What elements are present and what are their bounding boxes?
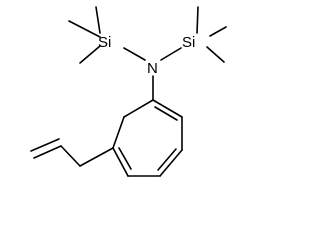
ring-bond-c5-c6-inner (118, 147, 132, 170)
atom-label-si-right: Si (182, 34, 195, 51)
bond-si-left-methyl-up (95, 6, 101, 34)
ring-bond-c3-c4-inner (157, 148, 177, 171)
atom-label-si-left: Si (98, 34, 111, 51)
allyl-bond-ring-ch2 (79, 147, 114, 167)
trimethylsilyl-right (160, 6, 227, 63)
bond-si-right-methyl-right-down (206, 46, 225, 63)
allyl-bond-ch-ch2-double-inner (30, 138, 60, 152)
ring-bond-c3-c4 (159, 149, 183, 177)
bond-si-right-methyl-right-up (209, 26, 227, 37)
ring-bond-c6-c7 (112, 116, 125, 149)
ring-bond-c5-c6 (112, 147, 129, 177)
molecule-structure: Si N Si (30, 6, 227, 177)
ring-bond-c7-c1 (123, 99, 154, 118)
bond-n-si-right (160, 47, 182, 61)
ring-bond-c1-c2-inner (154, 106, 178, 121)
bond-si-left-methyl-left-down (79, 45, 101, 64)
allyl-bond-ch-ch2-double (33, 145, 62, 159)
cycloheptatriene-ring (112, 99, 183, 177)
bond-si-left-n (123, 47, 146, 61)
atom-label-n: N (147, 60, 158, 77)
ring-bond-c1-c2 (152, 99, 183, 118)
allyl-group (30, 138, 114, 167)
bond-si-right-methyl-up (196, 6, 199, 34)
trimethylsilyl-left (68, 6, 146, 64)
allyl-bond-ch2-ch (60, 145, 81, 167)
bond-si-left-methyl-left-up (68, 20, 101, 38)
